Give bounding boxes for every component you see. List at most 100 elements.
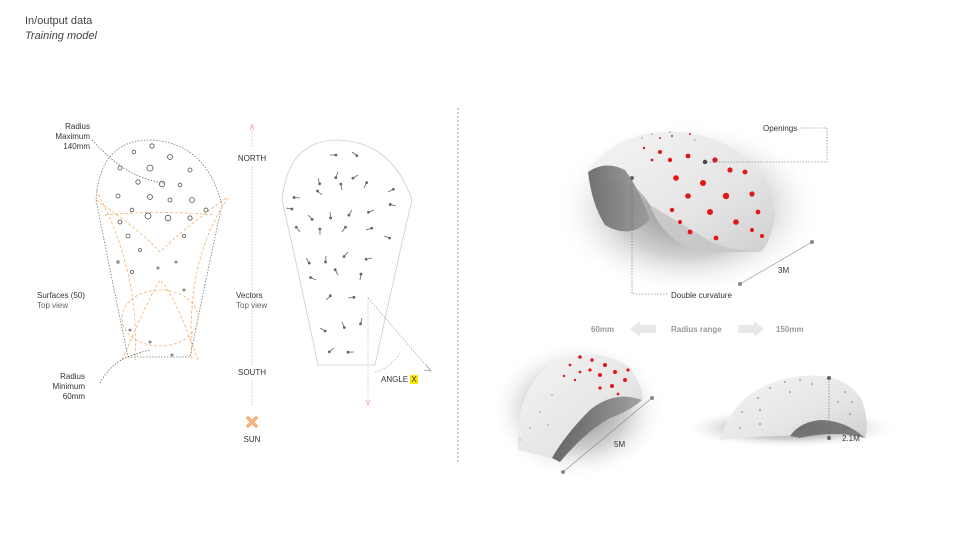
opening-dot [760, 234, 764, 238]
vector-head [355, 154, 359, 158]
vector-head [367, 210, 370, 214]
dim-21m-label: 2.1M [842, 434, 860, 443]
opening-dot [598, 373, 602, 377]
hole-mark [170, 353, 174, 357]
small-opening [851, 401, 853, 403]
vector-head [328, 294, 332, 298]
hole-mark [174, 260, 178, 264]
opening-dot [712, 157, 718, 163]
arrow-right-icon [738, 321, 764, 337]
opening-dot [713, 235, 719, 241]
south-label: SOUTH [238, 368, 266, 377]
opening-dot [650, 158, 654, 162]
vector-head [365, 181, 369, 185]
vector-head [309, 276, 312, 279]
small-opening [757, 397, 759, 399]
radius-range-label: Radius range [671, 325, 722, 334]
opening-dot [685, 153, 691, 159]
opening-dot [733, 219, 739, 225]
dim-3m-line [739, 241, 813, 285]
vector-head [344, 225, 347, 229]
hole-mark [177, 182, 183, 188]
hole-mark [203, 207, 209, 213]
opening-dot [671, 135, 673, 137]
small-opening [759, 423, 761, 425]
opening-dot [669, 207, 675, 213]
vector-head [388, 203, 392, 206]
hole-mark [125, 233, 131, 239]
dim-5m-line [562, 397, 653, 473]
hole-mark [146, 164, 154, 172]
vector-arrows [285, 151, 397, 354]
hole-mark [138, 248, 142, 252]
hole-mark [131, 149, 137, 155]
opening-dot [626, 368, 630, 372]
hole-mark [187, 167, 193, 173]
small-opening [651, 133, 653, 135]
vector-head [290, 207, 294, 211]
radius-circles [95, 189, 229, 361]
angle-text: ANGLE [381, 375, 409, 384]
small-opening [784, 381, 786, 383]
vector-head [364, 257, 368, 261]
opening-dot [749, 191, 755, 197]
max-leader-line [91, 139, 166, 184]
opening-dot [700, 180, 706, 186]
vector-head [307, 261, 311, 265]
opening-holes [115, 143, 209, 357]
hole-mark [187, 215, 193, 221]
openings-label: Openings [763, 124, 798, 133]
vector-head [334, 176, 338, 180]
opening-dot [562, 374, 566, 378]
vector-head [329, 216, 333, 220]
vectors-line2: Top view [236, 301, 268, 310]
hole-mark [149, 143, 155, 149]
opening-dot [598, 386, 602, 390]
opening-dot [707, 209, 713, 215]
hole-mark [117, 219, 123, 225]
opening-dot [685, 193, 691, 199]
small-opening [789, 391, 791, 393]
opening-dot [578, 355, 582, 359]
hole-mark [182, 288, 186, 292]
small-opening [844, 391, 846, 393]
vector-head [292, 196, 296, 199]
surfaces-line2: Top view [37, 301, 69, 310]
opening-dot [623, 378, 627, 382]
vectors-label: Vectors Top view [236, 291, 267, 311]
surfaces-label: Surfaces (50) Top view [37, 291, 85, 311]
vector-head [318, 182, 322, 186]
compass [246, 122, 258, 428]
opening-dot [658, 150, 662, 154]
opening-dot [667, 157, 673, 163]
radius-range-min: 60mm [591, 325, 615, 334]
hole-mark [158, 180, 166, 188]
openings-leader [705, 127, 828, 163]
vector-head [333, 268, 337, 272]
small-opening [529, 427, 531, 429]
opening-dot [578, 370, 582, 374]
small-opening [519, 439, 521, 441]
small-opening [551, 394, 553, 396]
vector-head [310, 217, 314, 221]
vector-head [294, 225, 298, 229]
small-opening [547, 424, 549, 426]
page-subtitle: Training model [25, 30, 97, 42]
hole-mark [117, 165, 123, 171]
opening-dot [610, 384, 614, 388]
opening-dot [750, 228, 754, 232]
small-opening [849, 413, 851, 415]
angle-label: ANGLE X [381, 375, 418, 385]
hole-mark [144, 212, 152, 220]
vector-head [388, 236, 392, 240]
opening-dot [742, 169, 748, 175]
hole-mark [128, 328, 132, 332]
hole-mark [130, 270, 134, 274]
surface-outline [95, 139, 223, 358]
vectors-diagram [281, 139, 432, 406]
small-opening [641, 137, 643, 139]
opening-dot [659, 137, 661, 139]
small-opening [759, 409, 761, 411]
vectors-line1: Vectors [236, 291, 263, 300]
radius-min-label: Radius Minimum 60mm [40, 372, 85, 402]
